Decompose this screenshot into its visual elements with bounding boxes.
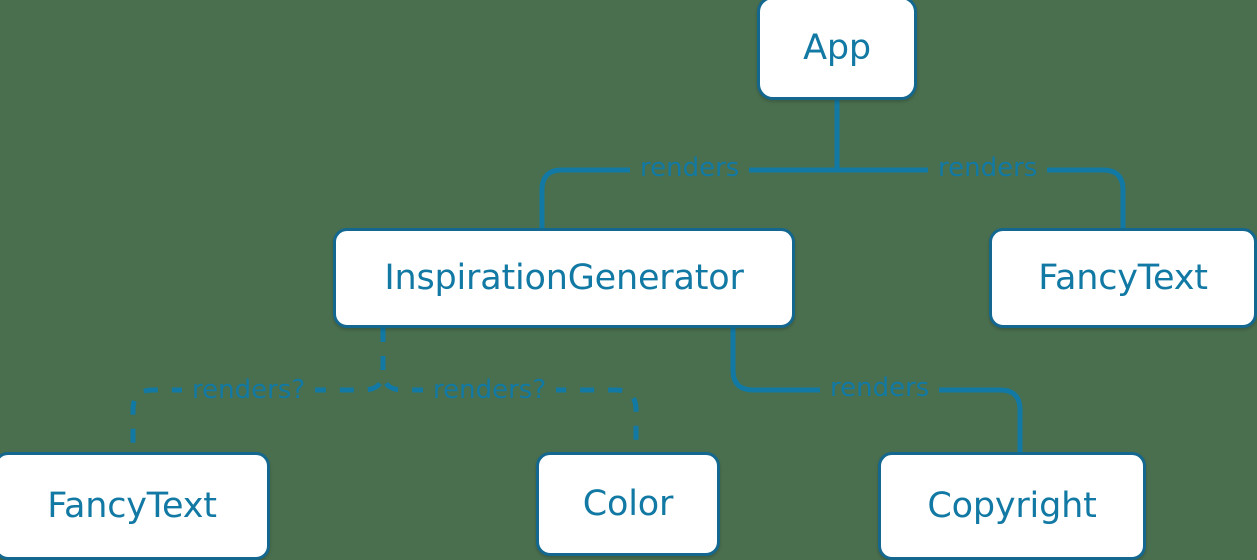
- node-fancytext-top[interactable]: FancyText: [989, 228, 1257, 328]
- edge-label-app-to-fancytext: renders: [928, 155, 1048, 181]
- node-fancytext-bottom[interactable]: FancyText: [0, 452, 270, 560]
- edge-label-inspirationgenerator-to-color: renders?: [423, 377, 557, 403]
- node-app-label: App: [803, 27, 871, 68]
- edge-app-to-fancytext: [834, 167, 1126, 231]
- edge-label-inspirationgenerator-to-copyright: renders: [820, 375, 940, 401]
- edge-label-inspirationgenerator-to-fancytext: renders?: [182, 377, 316, 403]
- node-copyright[interactable]: Copyright: [878, 452, 1146, 560]
- node-app[interactable]: App: [757, 0, 917, 100]
- node-fancytext-bottom-label: FancyText: [47, 485, 217, 526]
- node-copyright-label: Copyright: [927, 485, 1097, 526]
- node-inspirationgenerator-label: InspirationGenerator: [384, 257, 744, 298]
- edge-app-to-inspirationgenerator: [539, 167, 840, 231]
- node-inspirationgenerator[interactable]: InspirationGenerator: [333, 228, 795, 328]
- edge-label-app-to-inspirationgenerator: renders: [630, 155, 750, 181]
- node-color-label: Color: [582, 483, 674, 524]
- node-color[interactable]: Color: [536, 452, 720, 556]
- node-fancytext-top-label: FancyText: [1038, 257, 1208, 298]
